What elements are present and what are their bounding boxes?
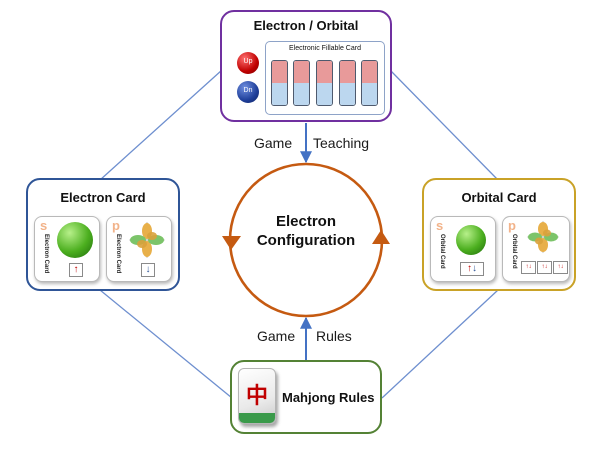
fillable-slot[interactable]	[271, 60, 288, 106]
center-label: Electron Configuration	[246, 212, 366, 250]
fillable-card: Electronic Fillable Card	[265, 41, 385, 115]
card-vertical-label: Electron Card	[43, 234, 49, 274]
card-letter: s	[436, 218, 444, 233]
fillable-slot[interactable]	[361, 60, 378, 106]
edge-label-teaching: Teaching	[313, 135, 370, 151]
mahjong-rules-title: Mahjong Rules	[282, 390, 375, 405]
up-arrow-icon: ↑	[467, 263, 472, 274]
card-vertical-label: Orbital Card	[439, 234, 445, 269]
spin-arrow-box: ↓	[141, 263, 155, 277]
spin-down-ball: Dn	[237, 81, 259, 103]
center-label-line2: Configuration	[256, 232, 356, 249]
orbital-card-s[interactable]: s Orbital Card ↑↓	[430, 216, 496, 282]
orbital-card-title: Orbital Card	[461, 190, 537, 205]
spin-arrow-box: ↑	[69, 263, 83, 277]
spin-arrow-box: ↑↓	[537, 261, 552, 274]
orbital-card-box: Orbital Card s Orbital Card ↑↓ p Orbital…	[422, 178, 576, 291]
spin-up-label: Up	[243, 58, 253, 65]
mahjong-tile-icon: 中	[238, 368, 276, 424]
spin-arrow-box: ↑↓	[521, 261, 536, 274]
connector-bottom-left	[99, 289, 233, 399]
edge-label-game-bottom: Game	[257, 328, 296, 344]
cycle-arrowhead-left	[222, 236, 241, 250]
spin-arrow-box: ↑↓	[460, 262, 484, 276]
electron-orbital-box: Electron / Orbital Up Dn Electronic Fill…	[220, 10, 392, 122]
electron-card-title: Electron Card	[60, 190, 146, 205]
cycle-arrowhead-right	[372, 230, 390, 244]
electron-card-p[interactable]: p Electron Card ↓	[106, 216, 172, 282]
edge-label-rules: Rules	[316, 328, 352, 344]
card-vertical-label: Electron Card	[115, 234, 121, 274]
electron-card-box: Electron Card s Electron Card ↑ p Electr…	[26, 178, 180, 291]
card-letter: p	[112, 218, 120, 233]
edge-label-game-top: Game	[254, 135, 293, 151]
connector-top-left	[99, 69, 223, 181]
mahjong-tile-base	[239, 413, 275, 423]
electron-orbital-title: Electron / Orbital	[253, 18, 359, 33]
card-letter: p	[508, 218, 516, 233]
s-orbital-sphere-icon	[456, 225, 486, 255]
mahjong-tile-glyph: 中	[245, 384, 268, 409]
card-letter: s	[40, 218, 48, 233]
spin-arrow-box: ↑↓	[553, 261, 568, 274]
connector-bottom-right	[381, 289, 499, 399]
mahjong-rules-box: 中 Mahjong Rules	[230, 360, 382, 434]
connector-top-right	[389, 69, 499, 181]
center-label-line1: Electron	[275, 213, 336, 230]
fillable-slot[interactable]	[316, 60, 333, 106]
electron-card-s[interactable]: s Electron Card ↑	[34, 216, 100, 282]
fillable-card-label: Electronic Fillable Card	[289, 45, 361, 52]
fillable-slot[interactable]	[339, 60, 356, 106]
down-arrow-icon: ↓	[472, 263, 477, 274]
spin-up-ball: Up	[237, 52, 259, 74]
orbital-card-p[interactable]: p Orbital Card ↑↓ ↑↓ ↑↓	[502, 216, 570, 282]
s-orbital-sphere-icon	[57, 222, 93, 258]
p-orbital-lobes-icon	[129, 222, 165, 258]
card-vertical-label: Orbital Card	[511, 234, 517, 269]
fillable-slot[interactable]	[293, 60, 310, 106]
p-orbital-lobes-icon	[527, 221, 559, 253]
spin-down-label: Dn	[243, 87, 253, 94]
